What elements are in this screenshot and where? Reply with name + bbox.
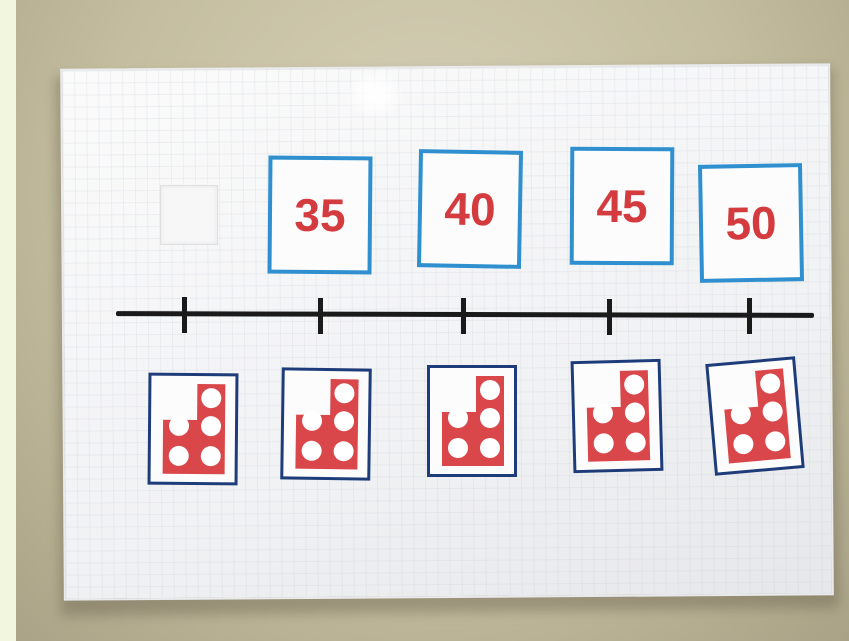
five-dot-pattern bbox=[709, 360, 802, 473]
dot-card[interactable] bbox=[427, 365, 517, 477]
number-label: 40 bbox=[444, 182, 496, 237]
number-line-tick bbox=[747, 298, 752, 334]
dot-card[interactable] bbox=[148, 373, 239, 486]
dot-circle bbox=[201, 416, 221, 436]
five-dot-pattern bbox=[574, 362, 661, 470]
number-line-tick bbox=[607, 299, 612, 335]
number-line-tick bbox=[318, 298, 323, 334]
number-card-40[interactable]: 40 bbox=[417, 149, 523, 269]
number-card-45[interactable]: 45 bbox=[570, 147, 675, 266]
number-card-50[interactable]: 50 bbox=[698, 163, 804, 283]
number-line-tick bbox=[182, 297, 187, 333]
five-dot-pattern bbox=[430, 368, 514, 474]
number-label: 35 bbox=[294, 188, 346, 242]
dot-card[interactable] bbox=[280, 367, 372, 480]
five-dot-pattern bbox=[151, 376, 236, 483]
dot-circle bbox=[480, 408, 500, 428]
dot-card[interactable] bbox=[705, 356, 804, 475]
dot-circle bbox=[169, 446, 189, 466]
empty-card-slot[interactable] bbox=[160, 185, 218, 245]
dot-circle bbox=[448, 438, 468, 458]
dot-circle bbox=[201, 388, 221, 408]
number-line-tick bbox=[461, 298, 466, 334]
number-label: 45 bbox=[596, 179, 647, 233]
left-edge-strip bbox=[0, 0, 16, 641]
number-label: 50 bbox=[725, 196, 777, 251]
five-dot-pattern bbox=[283, 370, 368, 477]
dot-circle bbox=[480, 438, 500, 458]
dot-circle bbox=[201, 446, 221, 466]
dot-card[interactable] bbox=[571, 359, 664, 473]
dot-circle bbox=[169, 416, 189, 436]
whiteboard bbox=[60, 63, 834, 600]
number-card-35[interactable]: 35 bbox=[267, 156, 372, 275]
dot-circle bbox=[448, 408, 468, 428]
light-glare bbox=[345, 70, 405, 120]
dot-circle bbox=[480, 380, 500, 400]
